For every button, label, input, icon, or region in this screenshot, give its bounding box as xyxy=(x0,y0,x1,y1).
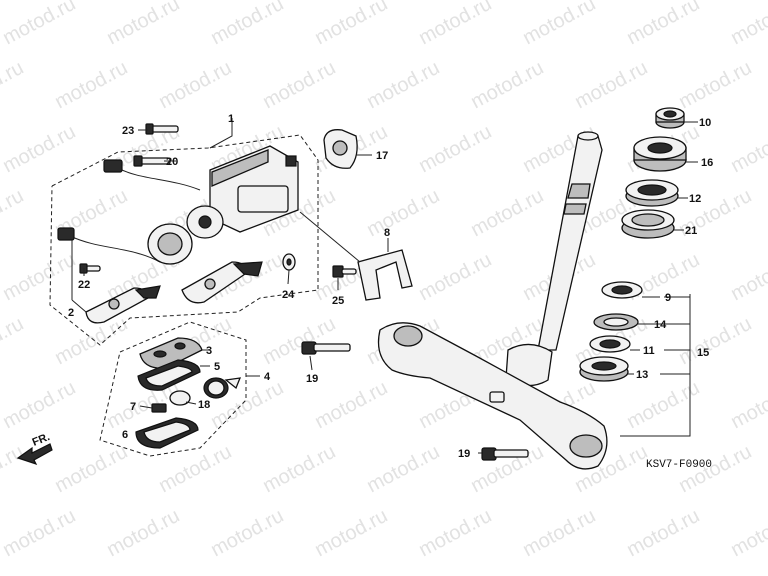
fob-base-6 xyxy=(135,417,199,449)
callout-8: 8 xyxy=(384,227,390,239)
inner-race-13 xyxy=(579,356,634,382)
callout-15: 15 xyxy=(697,347,709,359)
wire-harness-lower xyxy=(69,235,161,263)
callout-12: 12 xyxy=(689,193,701,205)
callout-5: 5 xyxy=(214,361,220,373)
fork-clamp-left xyxy=(393,325,423,347)
lock-nut-16 xyxy=(633,136,698,172)
callout-10: 10 xyxy=(699,117,711,129)
front-direction-arrow xyxy=(16,443,53,466)
callout-19-upper: 19 xyxy=(306,373,318,385)
callout-21: 21 xyxy=(685,225,697,237)
washer-24 xyxy=(282,253,296,271)
callout-25: 25 xyxy=(332,295,344,307)
bracket-8 xyxy=(299,211,413,301)
battery-18 xyxy=(169,390,191,406)
group-outline-4 xyxy=(99,321,247,457)
callout-24: 24 xyxy=(282,289,295,301)
connector-lower xyxy=(57,227,75,241)
smart-key-small xyxy=(85,285,161,324)
callout-17: 17 xyxy=(376,150,388,162)
callout-1: 1 xyxy=(228,113,234,125)
wire-harness-upper xyxy=(117,167,201,191)
callout-6: 6 xyxy=(122,429,128,441)
callout-18: 18 xyxy=(198,399,210,411)
bracket-15 xyxy=(620,294,691,437)
ignition-switch-body xyxy=(209,145,299,233)
fob-clip-7 xyxy=(151,403,167,413)
callout-22: 22 xyxy=(78,279,90,291)
diagram-code: KSV7-F0900 xyxy=(646,459,712,471)
key-cylinder xyxy=(147,205,224,265)
callout-labels: 1 2 3 4 5 6 7 8 9 10 11 12 13 14 15 16 1… xyxy=(68,113,713,460)
fob-seal-5 xyxy=(137,359,201,391)
stem-nut-10 xyxy=(655,107,698,129)
callout-11: 11 xyxy=(643,345,655,357)
stay-17 xyxy=(323,129,372,169)
steel-balls-14 xyxy=(593,313,650,331)
fob-assembly-group xyxy=(99,321,260,457)
callout-2: 2 xyxy=(68,307,74,319)
callout-23: 23 xyxy=(122,125,134,137)
group-outline-1 xyxy=(49,134,319,346)
connector-upper xyxy=(103,159,123,173)
screw-22 xyxy=(79,263,101,274)
callout-13: 13 xyxy=(636,369,648,381)
fork-clamp-right xyxy=(569,434,603,458)
callout-3: 3 xyxy=(206,345,212,357)
callout-9: 9 xyxy=(665,292,671,304)
dust-seal-9 xyxy=(601,281,660,299)
leader-1 xyxy=(209,118,233,149)
fob-board-18 xyxy=(203,377,242,399)
bolt-25 xyxy=(332,265,357,278)
callout-4: 4 xyxy=(264,371,271,383)
bolt-23 xyxy=(145,123,179,135)
outer-race-11 xyxy=(589,335,640,353)
bearing-21 xyxy=(621,209,684,239)
bolt-19-upper xyxy=(301,341,351,355)
callout-14: 14 xyxy=(654,319,667,331)
ignition-switch-group xyxy=(49,118,319,346)
callout-20: 20 xyxy=(166,156,178,168)
bearing-race-12 xyxy=(625,179,688,207)
callout-16: 16 xyxy=(701,157,713,169)
callout-7: 7 xyxy=(130,401,136,413)
smart-key-large xyxy=(181,261,263,304)
bolt-19-lower xyxy=(481,447,529,461)
callout-19-lower: 19 xyxy=(458,448,470,460)
bolt-20 xyxy=(133,155,171,167)
steering-stem xyxy=(377,131,608,470)
leader-lines xyxy=(71,129,482,454)
lower-bearing-group xyxy=(579,281,691,437)
